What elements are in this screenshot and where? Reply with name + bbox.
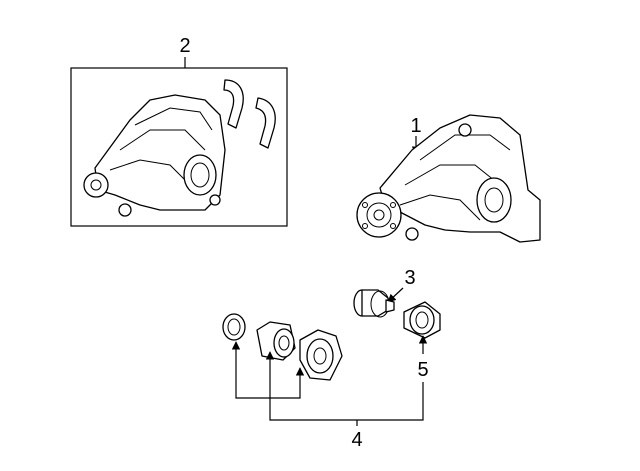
callout-4-leader-b [265, 351, 424, 421]
pinion-part-illustration [353, 289, 395, 318]
seal-ring-illustration [222, 313, 246, 341]
callout-5-group: 5 [417, 335, 429, 381]
differential-boxed-illustration [83, 79, 276, 217]
callout-3-label[interactable]: 3 [404, 267, 415, 289]
assembly-box [70, 67, 288, 227]
callout-4-label[interactable]: 4 [351, 429, 362, 451]
callout-2-label[interactable]: 2 [179, 35, 190, 57]
bearing-part-5-illustration [403, 301, 441, 339]
callout-5-label[interactable]: 5 [417, 359, 428, 381]
differential-main-illustration [356, 114, 541, 243]
callout-3-arrow [387, 287, 404, 303]
callout-3-group: 3 [387, 267, 416, 303]
callout-4-leader-a [231, 341, 305, 399]
outer-race-illustration [299, 329, 343, 381]
callout-4-group: 4 [231, 341, 424, 451]
callout-1-label[interactable]: 1 [410, 115, 421, 137]
callout-2-group: 2 [70, 35, 288, 227]
inner-bearing-illustration [256, 321, 296, 361]
